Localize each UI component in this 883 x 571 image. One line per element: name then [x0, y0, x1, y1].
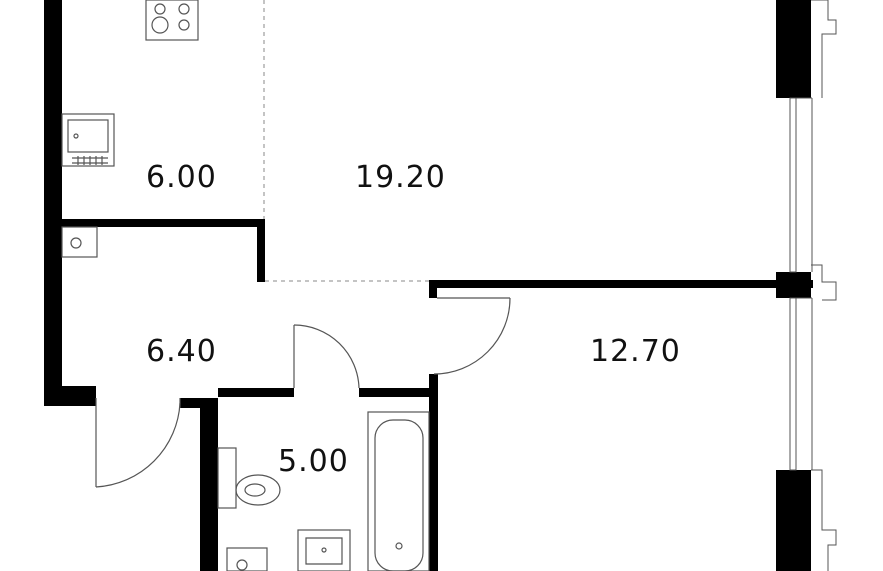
wall-left-bottom	[44, 386, 96, 406]
pillar-top	[776, 0, 811, 98]
bathroom-area-label: 5.00	[278, 444, 349, 479]
bathtub-icon	[367, 411, 430, 571]
wall-bath-left	[200, 398, 218, 571]
window-frame-lower	[789, 297, 797, 471]
hall-washbasin-icon	[61, 226, 98, 258]
bathroom-door	[293, 324, 360, 389]
pillar-bottom	[776, 470, 811, 571]
balcony-outline-bottom	[811, 469, 837, 571]
kitchen-sink-icon	[61, 113, 115, 167]
washing-machine-icon	[226, 547, 268, 571]
walls	[44, 0, 813, 571]
outer-wall-left	[44, 0, 62, 406]
bathroom-sink-icon	[297, 529, 351, 571]
living-area-label: 19.20	[355, 160, 446, 195]
bedroom-area-label: 12.70	[590, 334, 681, 369]
fixtures	[61, 0, 430, 571]
wall-bedroom-top	[433, 280, 813, 288]
entrance-door	[95, 398, 181, 488]
bedroom-door	[433, 297, 511, 375]
wall-kitchen-bottom	[62, 219, 265, 227]
pillar-middle	[776, 272, 811, 298]
toilet-icon	[217, 447, 281, 509]
window-frame-upper	[789, 97, 797, 273]
cooktop-icon	[145, 0, 199, 41]
doors	[95, 297, 511, 488]
wall-bedroom-left	[429, 374, 438, 571]
balcony-outline-mid	[811, 264, 837, 301]
hall-area-label: 6.40	[146, 334, 217, 369]
wall-bath-top	[359, 388, 438, 397]
zone-dividers	[263, 0, 429, 282]
wall-kitchen-corner	[257, 219, 265, 282]
window-frames	[789, 0, 837, 571]
wall-bath-top-left	[218, 388, 294, 397]
wall-hall-bottom-right	[180, 398, 218, 408]
kitchen-area-label: 6.00	[146, 160, 217, 195]
balcony-outline-top	[811, 0, 837, 98]
wall-bedroom-left-top	[429, 280, 437, 298]
